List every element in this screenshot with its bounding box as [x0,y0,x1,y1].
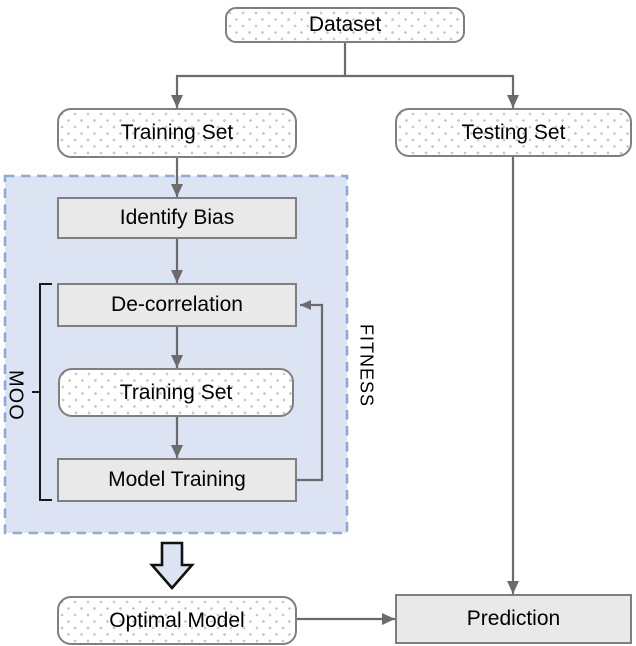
node-identify-bias: Identify Bias [57,197,297,239]
node-training-set: Training Set [57,108,297,158]
node-model-training-label: Model Training [108,468,246,491]
moo-bracket [32,283,52,501]
moo-axis-label: MOO [4,369,27,421]
node-dataset: Dataset [225,7,465,43]
node-de-correlation-label: De-correlation [111,293,243,316]
fitness-axis-label: FITNESS [356,324,377,408]
node-prediction: Prediction [395,594,632,644]
node-identify-bias-label: Identify Bias [119,206,235,229]
node-dataset-label: Dataset [308,13,382,36]
node-testing-set-label: Testing Set [461,120,566,144]
node-inner-training-set-label: Training Set [119,380,233,404]
connector-fitness-feedback [297,300,324,482]
node-testing-set: Testing Set [395,108,632,157]
node-inner-training-set: Training Set [58,368,294,417]
connector-dataset-split [176,43,514,78]
node-model-training: Model Training [57,458,297,502]
node-training-set-label: Training Set [120,121,234,144]
block-arrow-down-icon [149,541,195,590]
node-optimal-model-label: Optimal Model [109,608,245,632]
node-prediction-label: Prediction [466,607,561,630]
node-optimal-model: Optimal Model [57,596,297,645]
node-de-correlation: De-correlation [57,283,297,327]
